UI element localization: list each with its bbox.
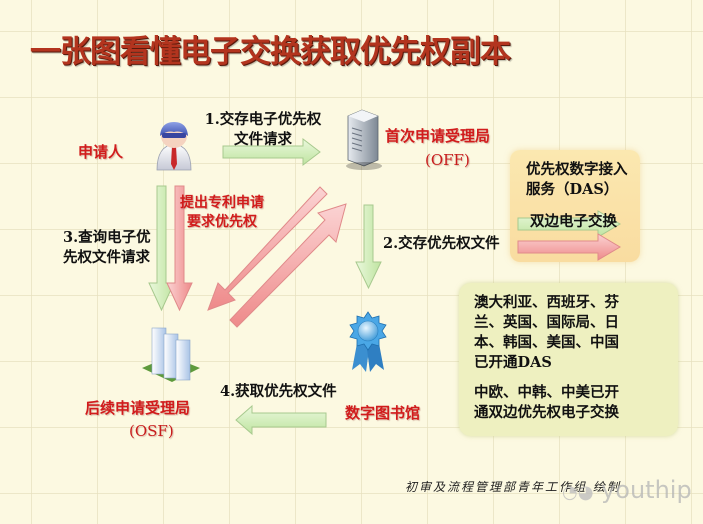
info-box: 澳大利亚、西班牙、芬 兰、英国、国际局、日 本、韩国、美国、中国 已开通DAS … [459, 283, 678, 436]
off-code: (OFF) [425, 151, 470, 169]
info-line: 澳大利亚、西班牙、芬 [474, 294, 619, 311]
claim-line2: 要求优先权 [187, 214, 257, 230]
info-line: 本、韩国、美国、中国 [474, 334, 619, 351]
claim-line1: 提出专利申请 [180, 195, 264, 211]
osf-label: 后续申请受理局 [85, 399, 191, 417]
bilateral-legend-label: 双边电子交换 [530, 213, 617, 230]
claim-priority-label: 提出专利申请 要求优先权 [180, 194, 264, 232]
step1-label: 1.交存电子优先权 文件请求 [198, 110, 328, 150]
watermark-text: youthip [601, 476, 692, 504]
library-label: 数字图书馆 [345, 404, 421, 422]
award-ribbon-icon [349, 311, 387, 372]
bilateral-arrow-to-off [229, 203, 347, 328]
info-line: 中欧、中韩、中美已开 [474, 384, 619, 401]
page-title: 一张图看懂电子交换获取优先权副本 [30, 34, 511, 70]
step3-line1: 3.查询电子优 [63, 229, 151, 246]
wechat-icon: ◔◕ [562, 482, 594, 503]
das-legend-line1: 优先权数字接入 [526, 161, 628, 178]
info-line: 通双边优先权电子交换 [474, 404, 619, 421]
das-legend-arrow [517, 210, 621, 238]
bilateral-countries-text: 中欧、中韩、中美已开 通双边优先权电子交换 [474, 383, 619, 423]
info-line: 已开通DAS [474, 354, 552, 371]
das-legend-label: 优先权数字接入 服务（DAS） [526, 160, 638, 200]
step3-label: 3.查询电子优 先权文件请求 [63, 228, 151, 268]
step2-arrow [355, 204, 382, 290]
bilateral-legend-arrow [517, 233, 621, 261]
credit-text: 初审及流程管理部青年工作组 绘制 [405, 480, 621, 494]
watermark: ◔◕ youthip [562, 476, 692, 504]
step3-arrow [148, 185, 175, 312]
step1-arrow [222, 137, 321, 167]
info-line: 兰、英国、国际局、日 [474, 314, 619, 331]
applicant-label: 申请人 [78, 143, 124, 161]
server-icon [346, 109, 382, 170]
person-icon [156, 122, 192, 171]
step3-line2: 先权文件请求 [63, 249, 150, 266]
claim-priority-arrow-down [166, 185, 193, 312]
bilateral-arrow-to-osf [207, 186, 328, 311]
das-legend-line2: 服务（DAS） [526, 181, 619, 198]
step4-label: 4.获取优先权文件 [220, 383, 337, 400]
step4-arrow [235, 404, 327, 436]
step1-line1: 1.交存电子优先权 [204, 111, 322, 128]
step1-line2: 文件请求 [234, 131, 292, 148]
off-label: 首次申请受理局 [385, 127, 491, 145]
osf-code: (OSF) [129, 422, 174, 440]
office-buildings-icon [142, 327, 200, 382]
step2-label: 2.交存优先权文件 [383, 235, 500, 252]
das-countries-text: 澳大利亚、西班牙、芬 兰、英国、国际局、日 本、韩国、美国、中国 已开通DAS [474, 293, 619, 373]
